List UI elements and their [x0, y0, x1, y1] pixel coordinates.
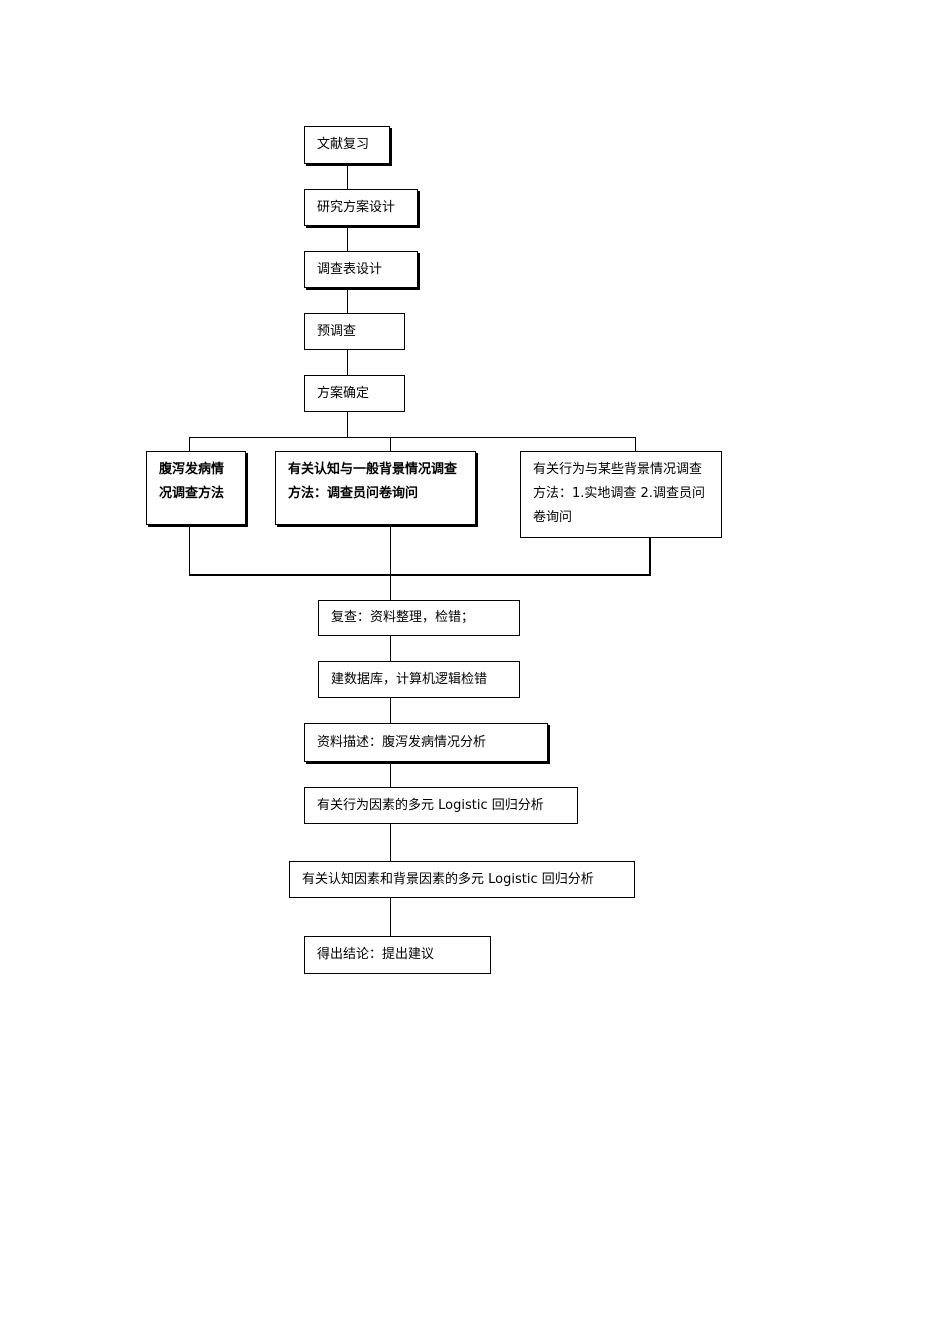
connector [649, 538, 651, 575]
step-data-description: 资料描述：腹泻发病情况分析 [304, 723, 548, 762]
connector [347, 164, 348, 189]
connector [347, 288, 348, 313]
step-cognition-background-logistic-analysis: 有关认知因素和背景因素的多元 Logistic 回归分析 [289, 861, 635, 898]
branch-behavior-background-survey-method: 有关行为与某些背景情况调查方法：1.实地调查 2.调查员问卷询问 [520, 451, 722, 538]
connector [390, 898, 391, 936]
connector [347, 412, 348, 437]
branch-cognition-background-survey-method: 有关认知与一般背景情况调查方法：调查员问卷询问 [275, 451, 476, 525]
branch-bar-top [189, 437, 636, 438]
step-database-build: 建数据库，计算机逻辑检错 [318, 661, 520, 698]
connector [347, 226, 348, 251]
step-literature-review: 文献复习 [304, 126, 390, 164]
branch-bar-bottom [189, 574, 651, 576]
connector [390, 824, 391, 861]
step-pilot-survey: 预调查 [304, 313, 405, 350]
connector [390, 575, 391, 600]
connector [390, 698, 391, 723]
connector [390, 525, 391, 575]
connector [390, 437, 391, 451]
connector [390, 636, 391, 661]
step-data-review: 复查：资料整理，检错； [318, 600, 520, 636]
connector [189, 437, 190, 451]
step-questionnaire-design: 调查表设计 [304, 251, 418, 288]
branch-diarrhea-survey-method: 腹泻发病情况调查方法 [146, 451, 246, 525]
connector [189, 525, 190, 575]
step-conclusion-recommendations: 得出结论：提出建议 [304, 936, 491, 974]
step-plan-finalized: 方案确定 [304, 375, 405, 412]
connector [390, 762, 391, 787]
step-study-design: 研究方案设计 [304, 189, 418, 226]
connector [635, 437, 636, 451]
step-behavior-logistic-analysis: 有关行为因素的多元 Logistic 回归分析 [304, 787, 578, 824]
connector [347, 350, 348, 375]
